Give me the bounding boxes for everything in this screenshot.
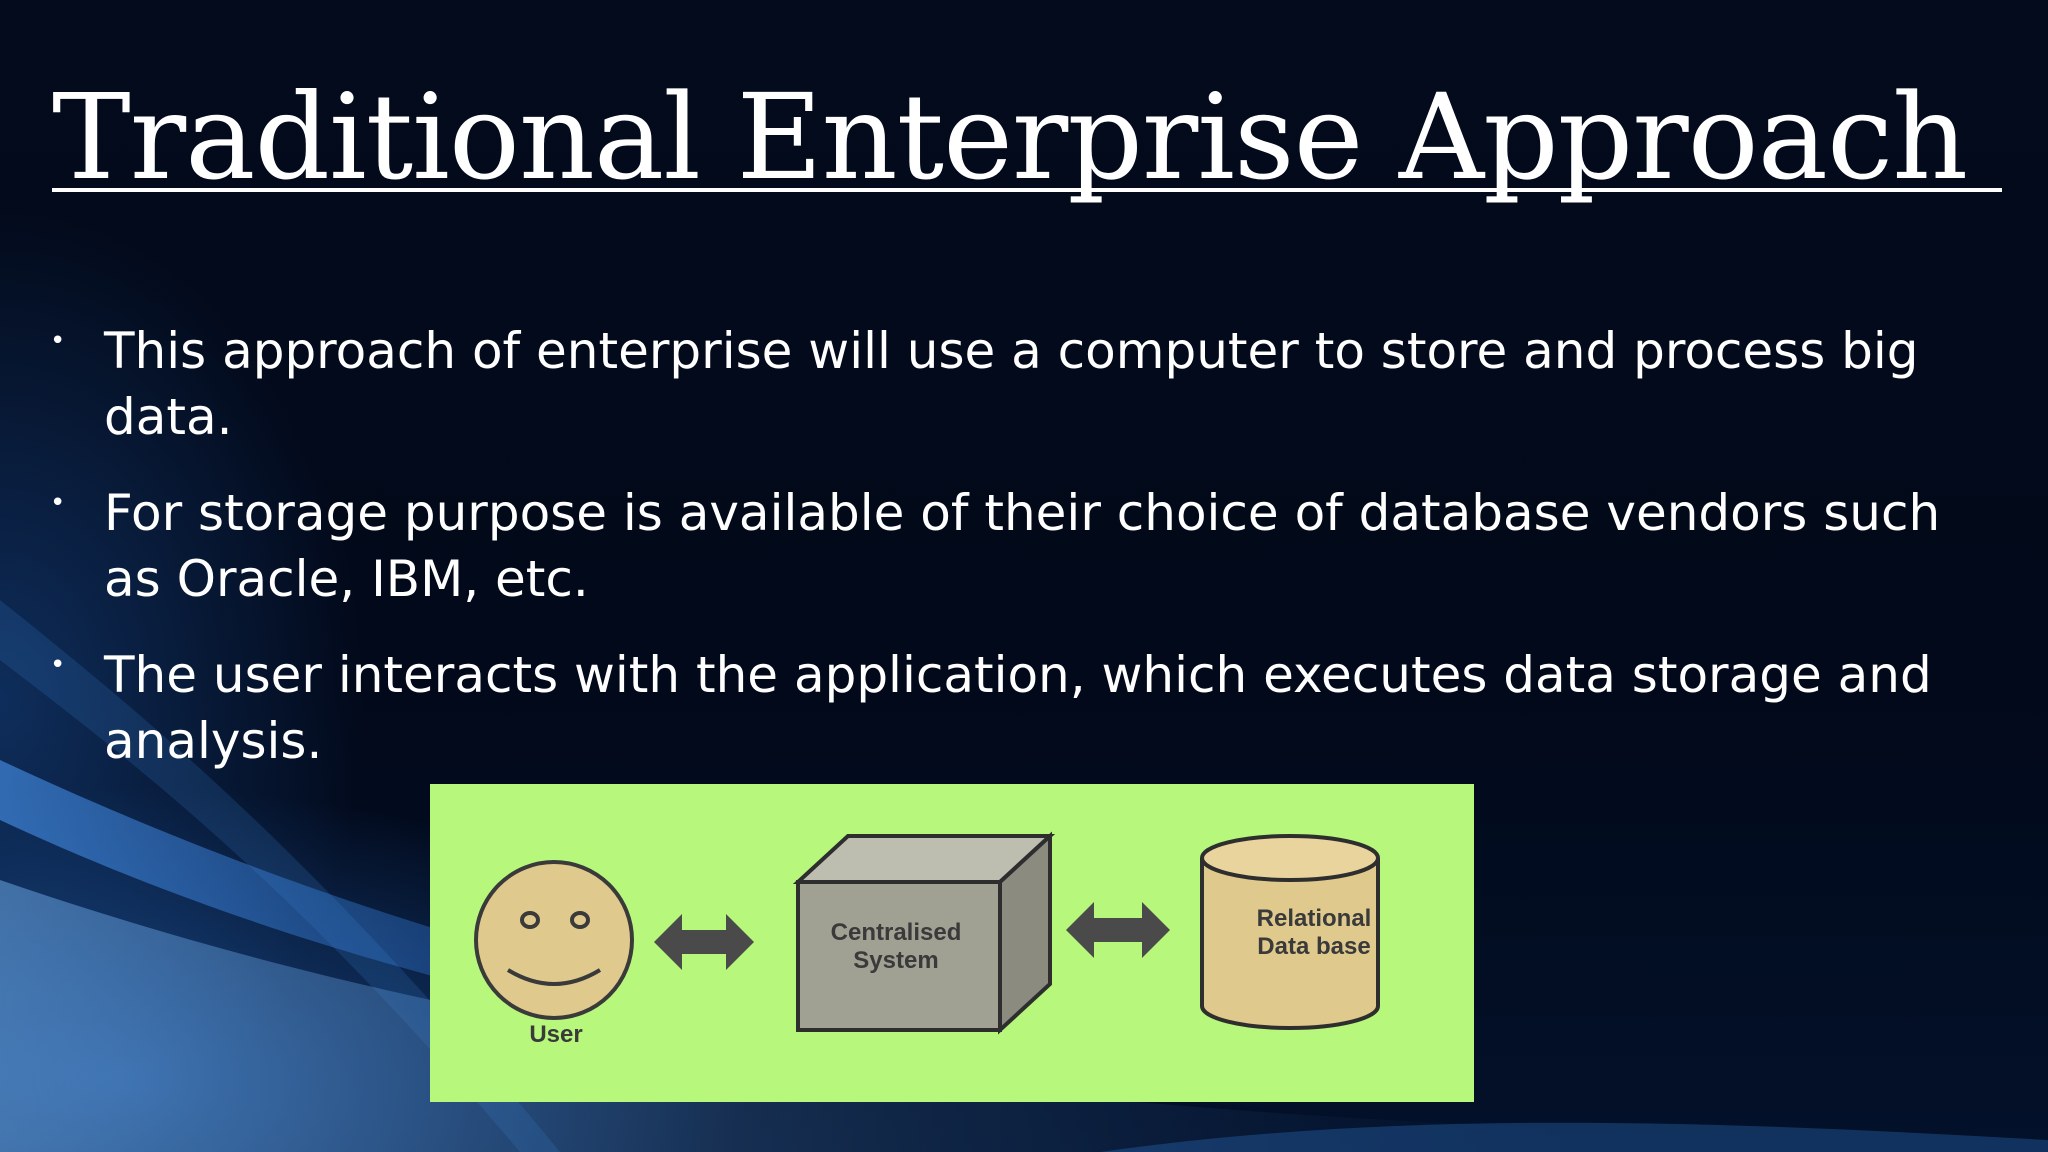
bullet-marker: • [50, 488, 66, 518]
bullet-item: • For storage purpose is available of th… [46, 480, 2006, 612]
architecture-diagram: User Centralised System Relatio [430, 784, 1474, 1102]
centralised-system-box-icon [792, 831, 1056, 1035]
user-label: User [529, 1021, 582, 1048]
bidirectional-arrow-icon [654, 914, 754, 970]
bullet-marker: • [50, 326, 66, 356]
slide-title: Traditional Enterprise Approach [52, 68, 1968, 206]
system-label-line1: Centralised [831, 919, 962, 946]
system-label-line2: System [853, 947, 938, 974]
bullet-item: • The user interacts with the applicatio… [46, 642, 2006, 774]
bullet-text: For storage purpose is available of thei… [104, 484, 1941, 608]
db-label-line1: Relational [1257, 905, 1372, 932]
diagram-svg: User Centralised System Relatio [474, 831, 1380, 1048]
bullet-text: The user interacts with the application,… [104, 646, 1932, 770]
db-label-line2: Data base [1257, 933, 1370, 960]
bullet-text: This approach of enterprise will use a c… [104, 322, 1919, 446]
title-underline [52, 188, 2002, 192]
bullet-marker: • [50, 650, 66, 680]
bullet-item: • This approach of enterprise will use a… [46, 318, 2006, 450]
database-cylinder-icon [1200, 834, 1380, 1030]
user-smiley-icon [474, 860, 634, 1020]
bullet-list: • This approach of enterprise will use a… [46, 318, 2006, 804]
bidirectional-arrow-icon [1066, 902, 1170, 958]
